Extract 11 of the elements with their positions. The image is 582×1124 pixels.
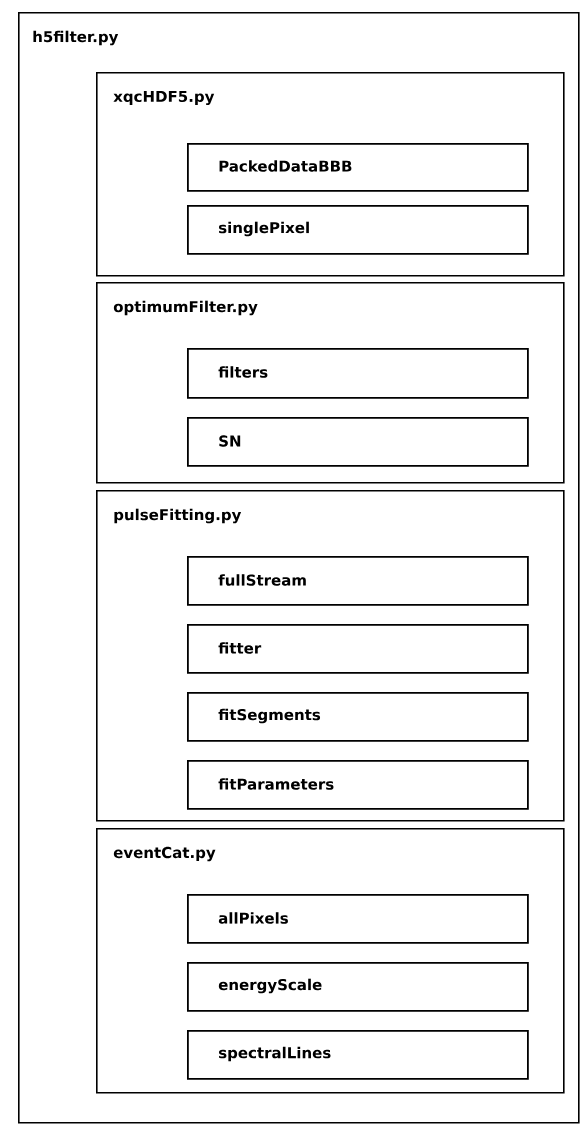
- class-box: PackedDataBBB: [187, 143, 529, 192]
- class-box: spectralLines: [187, 1030, 529, 1080]
- class-box: singlePixel: [187, 205, 529, 255]
- class-box: SN: [187, 417, 529, 467]
- class-box: fitParameters: [187, 760, 529, 810]
- class-box: allPixels: [187, 894, 529, 944]
- class-box: fitter: [187, 624, 529, 674]
- class-box: energyScale: [187, 962, 529, 1012]
- class-box: fitSegments: [187, 692, 529, 742]
- class-box: fullStream: [187, 556, 529, 606]
- class-box: filters: [187, 348, 529, 399]
